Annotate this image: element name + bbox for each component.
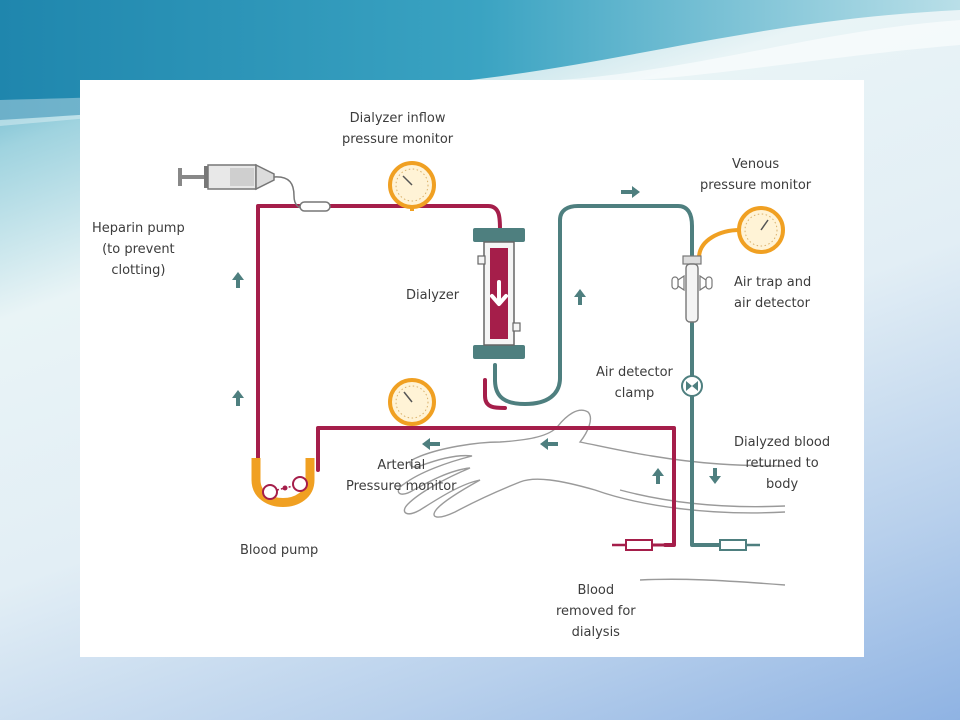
air-trap-label: Air trap and air detector	[734, 275, 812, 311]
clamp-valve-icon	[681, 375, 703, 397]
dialyzer-icon	[473, 228, 525, 359]
dialyzed-blood-label: Dialyzed blood returned to body	[734, 435, 831, 492]
heparin-pump-label: Heparin pump (to prevent clotting)	[92, 221, 185, 278]
flow-arrow-icon	[232, 186, 721, 484]
venous-needle	[719, 539, 760, 551]
venous-pressure-label: Venous pressure monitor	[700, 157, 812, 193]
venous-return-line	[493, 204, 722, 547]
arterial-needle	[612, 539, 665, 551]
syringe-icon	[178, 163, 331, 212]
air-trap-icon	[671, 255, 713, 323]
hemodialysis-circuit-diagram	[178, 161, 786, 586]
hand-outline	[397, 409, 786, 586]
air-detector-clamp-label: Air detector clamp	[596, 365, 673, 401]
venous-gauge-icon	[697, 206, 785, 259]
dialyzer-label: Dialyzer	[406, 288, 460, 303]
dialyzer-inflow-label: Dialyzer inflow pressure monitor	[342, 111, 454, 147]
arterial-pressure-label: Arterial Pressure monitor	[346, 458, 457, 494]
arterial-gauge-icon	[388, 378, 436, 426]
blood-pump-icon	[251, 458, 315, 507]
pressure-gauge-icon	[388, 161, 436, 211]
arterial-blood-line	[256, 204, 676, 547]
diagram-panel: Dialyzer inflow pressure monitor Heparin…	[80, 80, 864, 657]
blood-pump-label: Blood pump	[240, 543, 319, 558]
blood-removed-label: Blood removed for dialysis	[556, 583, 636, 640]
